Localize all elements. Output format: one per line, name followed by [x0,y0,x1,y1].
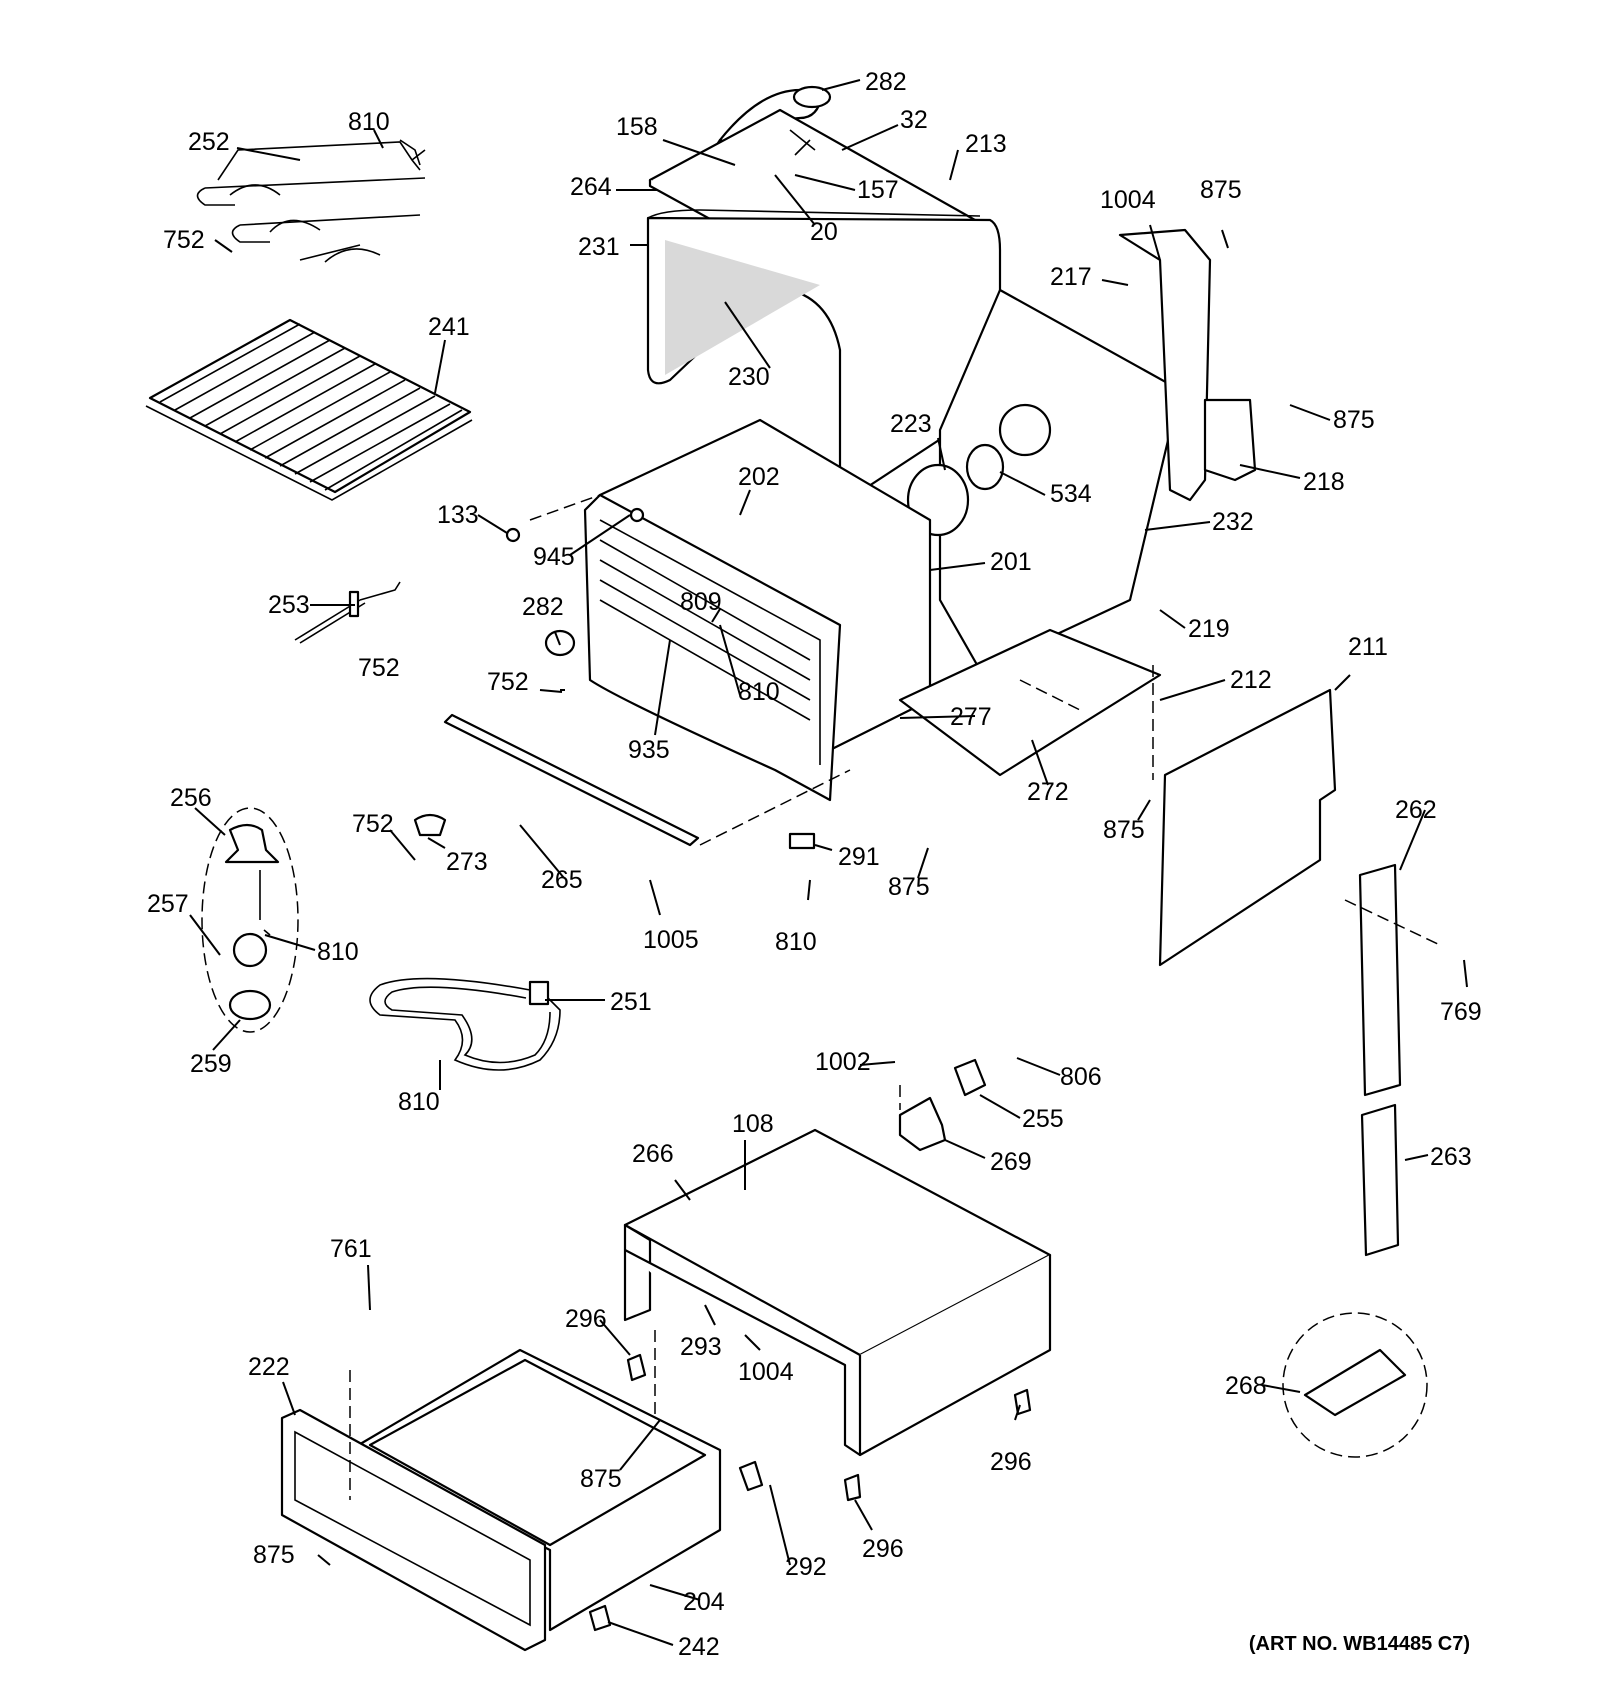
assembly-lines [349,494,1441,1500]
part-label: 269 [990,1148,1032,1176]
outer-wrapper [646,209,1002,507]
part-label: 769 [1440,998,1482,1026]
part-label: 1004 [1100,186,1156,214]
part-label: 204 [683,1588,725,1616]
part-label: 1005 [643,926,699,954]
part-label: 273 [446,848,488,876]
part-label: 752 [163,226,205,254]
storage-drawer [348,1348,722,1632]
part-label: 875 [1103,816,1145,844]
front-bar [443,713,700,847]
bracket [898,1058,987,1152]
part-label: 251 [610,988,652,1016]
part-label: 810 [348,108,390,136]
part-label: 875 [888,873,930,901]
part-label: 264 [570,173,612,201]
part-label: 282 [522,593,564,621]
part-label: 282 [865,68,907,96]
part-label: 810 [317,938,359,966]
anti-tip-bracket [1282,1312,1428,1458]
part-label: 291 [838,843,880,871]
bottom-frame [623,1128,1052,1457]
rear-shield [1158,688,1337,967]
art-number: (ART NO. WB14485 C7) [1249,1633,1470,1655]
leader-lines [189,79,1468,1646]
part-label: 158 [616,113,658,141]
part-label: 292 [785,1553,827,1581]
part-labels: 282 810 252 158 32 213 264 157 875 1004 … [147,68,1482,1661]
part-label: 875 [580,1465,622,1493]
part-label: 259 [190,1050,232,1078]
side-panel [1118,228,1257,502]
part-label: 266 [632,1140,674,1168]
part-label: 241 [428,313,470,341]
part-label: 262 [1395,796,1437,824]
part-label: 201 [990,548,1032,576]
side-trim [1358,863,1402,1257]
part-label: 219 [1188,615,1230,643]
part-label: 133 [437,501,479,529]
part-label: 20 [810,218,838,246]
part-label: 255 [1022,1105,1064,1133]
part-label: 296 [862,1535,904,1563]
part-label: 272 [1027,778,1069,806]
part-label: 935 [628,736,670,764]
part-label: 230 [728,363,770,391]
part-label: 810 [398,1088,440,1116]
part-label: 212 [1230,666,1272,694]
part-label: 263 [1430,1143,1472,1171]
part-label: 277 [950,703,992,731]
oven-light-assembly [201,807,299,1033]
part-label: 213 [965,130,1007,158]
part-label: 752 [352,810,394,838]
part-label: 806 [1060,1063,1102,1091]
part-label: 875 [1333,406,1375,434]
part-label: 1004 [738,1358,794,1386]
bake-element [369,977,561,1071]
part-label: 1002 [815,1048,871,1076]
part-label: 875 [253,1541,295,1569]
part-label: 268 [1225,1372,1267,1400]
part-label: 202 [738,463,780,491]
sensor-probe [294,581,401,644]
part-label: 256 [170,784,212,812]
part-label: 752 [487,668,529,696]
part-label: 217 [1050,263,1092,291]
part-label: 232 [1212,508,1254,536]
part-label: 534 [1050,480,1092,508]
part-label: 231 [578,233,620,261]
part-label: 296 [565,1305,607,1333]
part-label: 810 [738,678,780,706]
part-label: 157 [857,176,899,204]
drawer-front [280,1408,547,1652]
part-label: 242 [678,1633,720,1661]
part-label: 752 [358,654,400,682]
part-label: 211 [1348,633,1388,661]
part-label: 257 [147,890,189,918]
oven-rack [145,318,473,501]
part-label: 218 [1303,468,1345,496]
part-label: 222 [248,1353,290,1381]
part-label: 265 [541,866,583,894]
part-label: 32 [900,106,928,134]
broil-element [196,139,426,263]
part-label: 253 [268,591,310,619]
part-label: 810 [775,928,817,956]
oven-liner [583,418,932,802]
small-fasteners [413,507,1032,1632]
oven-bottom [898,628,1162,777]
part-label: 296 [990,1448,1032,1476]
part-label: 945 [533,543,575,571]
part-label: 875 [1200,176,1242,204]
part-label: 252 [188,128,230,156]
part-label: 223 [890,410,932,438]
part-label: 761 [330,1235,372,1263]
part-label: 809 [680,588,722,616]
part-label: 108 [732,1110,774,1138]
part-label: 293 [680,1333,722,1361]
